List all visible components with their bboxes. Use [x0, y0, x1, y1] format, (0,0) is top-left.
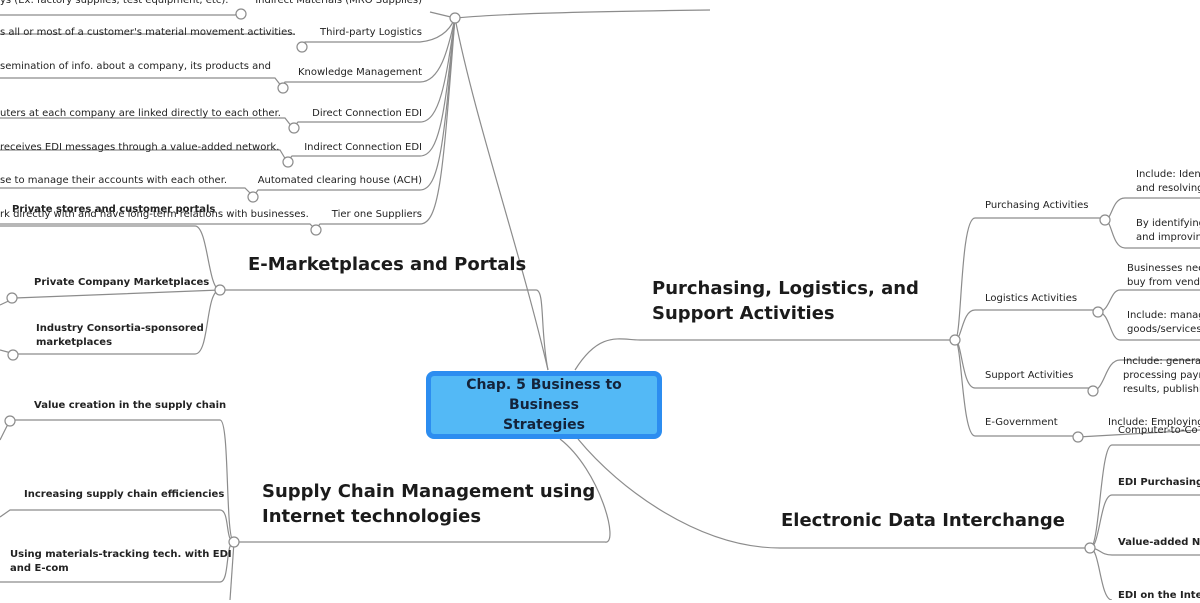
topic-knowledge-management[interactable]: Knowledge Management	[297, 67, 422, 78]
collapse-node	[1092, 306, 1104, 318]
note-e-government: Include: Employing	[1108, 417, 1200, 428]
scm-node	[228, 536, 240, 548]
note-knowledge-management: semination of info. about a company, its…	[0, 61, 271, 72]
collapse-node	[1099, 214, 1111, 226]
topic-private-company-marketplaces[interactable]: Private Company Marketplaces	[34, 277, 210, 288]
note-purchasing-1-line1: Include: Ident	[1136, 169, 1200, 180]
note-purchasing-2: By identifying and improving	[1136, 217, 1200, 245]
collapse-node	[1072, 431, 1084, 443]
central-topic-line1: Chap. 5 Business to Business	[466, 377, 622, 413]
note-purchasing-1-line2: and resolving	[1136, 183, 1200, 194]
collapse-node	[277, 82, 289, 94]
note-purchasing-2-line1: By identifying	[1136, 218, 1200, 229]
collapse-node	[1087, 385, 1099, 397]
topic-edi-on-internet[interactable]: EDI on the Intern	[1118, 590, 1200, 601]
note-tier-one-suppliers: rk directly with and have long-term rela…	[0, 209, 309, 220]
hub-node	[449, 12, 461, 24]
note-purchasing-2-line2: and improving	[1136, 232, 1200, 243]
topic-industry-consortia-line2: marketplaces	[36, 337, 113, 348]
topic-industry-consortia-line1: Industry Consortia-sponsored	[36, 323, 204, 334]
collapse-node	[4, 415, 16, 427]
note-purchasing-1: Include: Ident and resolving	[1136, 168, 1200, 196]
topic-support-activities[interactable]: Support Activities	[985, 370, 1074, 381]
note-support: Include: general processing paym results…	[1123, 355, 1200, 397]
note-direct-connection-edi: uters at each company are linked directl…	[0, 108, 281, 119]
topic-materials-tracking-line2: and E-com	[10, 563, 69, 574]
topic-industry-consortia[interactable]: Industry Consortia-sponsored marketplace…	[36, 322, 204, 350]
note-third-party-logistics: s all or most of a customer's material m…	[0, 27, 296, 38]
topic-tier-one-suppliers[interactable]: Tier one Suppliers	[331, 209, 422, 220]
topic-purchasing-logistics[interactable]: Purchasing, Logistics, and Support Activ…	[652, 276, 919, 326]
note-logistics-2-line2: goods/services.	[1127, 324, 1200, 335]
note-logistics-1: Businesses need buy from vendo	[1127, 262, 1200, 290]
collapse-node	[247, 191, 259, 203]
topic-computer-to-computer[interactable]: Computer-to-Co	[1118, 425, 1198, 436]
topic-materials-tracking[interactable]: Using materials-tracking tech. with EDI …	[10, 548, 232, 576]
topic-automated-clearing-house[interactable]: Automated clearing house (ACH)	[257, 175, 422, 186]
topic-edi[interactable]: Electronic Data Interchange	[781, 510, 1065, 531]
topic-logistics-activities[interactable]: Logistics Activities	[985, 293, 1078, 304]
edi-node	[1084, 542, 1096, 554]
central-topic-line2: Strategies	[503, 417, 585, 433]
note-logistics-1-line2: buy from vendo	[1127, 277, 1200, 288]
collapse-node	[6, 292, 18, 304]
collapse-node	[296, 41, 308, 53]
note-logistics-2: Include: managi goods/services.	[1127, 309, 1200, 337]
collapse-node	[282, 156, 294, 168]
topic-e-marketplaces[interactable]: E-Marketplaces and Portals	[248, 254, 527, 275]
note-support-line2: processing paym	[1123, 370, 1200, 381]
purchasing-node	[949, 334, 961, 346]
note-automated-clearing-house: se to manage their accounts with each ot…	[0, 175, 228, 186]
topic-indirect-materials[interactable]: Indirect Materials (MRO Supplies)	[255, 0, 422, 6]
topic-purchasing-logistics-line2: Support Activities	[652, 303, 835, 324]
note-indirect-materials: ys (Ex: factory supplies, test equipment…	[0, 0, 229, 6]
note-logistics-1-line1: Businesses need	[1127, 263, 1200, 274]
note-indirect-connection-edi: receives EDI messages through a value-ad…	[0, 142, 280, 153]
collapse-node	[7, 349, 19, 361]
topic-supply-chain-line2: Internet technologies	[262, 506, 482, 527]
topic-supply-chain[interactable]: Supply Chain Management using Internet t…	[262, 479, 595, 529]
note-support-line1: Include: general	[1123, 356, 1200, 367]
topic-supply-chain-efficiencies[interactable]: Increasing supply chain efficiencies	[24, 489, 225, 500]
note-logistics-2-line1: Include: managi	[1127, 310, 1200, 321]
topic-value-added-network[interactable]: Value-added Net	[1118, 537, 1200, 548]
topic-direct-connection-edi[interactable]: Direct Connection EDI	[312, 108, 422, 119]
topic-value-creation[interactable]: Value creation in the supply chain	[34, 400, 227, 411]
central-topic[interactable]: Chap. 5 Business to Business Strategies	[426, 371, 662, 439]
topic-materials-tracking-line1: Using materials-tracking tech. with EDI	[10, 549, 232, 560]
topic-e-government[interactable]: E-Government	[985, 417, 1058, 428]
topic-supply-chain-line1: Supply Chain Management using	[262, 481, 596, 502]
collapse-node	[288, 122, 300, 134]
collapse-node	[310, 224, 322, 236]
topic-third-party-logistics[interactable]: Third-party Logistics	[320, 27, 422, 38]
topic-purchasing-activities[interactable]: Purchasing Activities	[985, 200, 1089, 211]
topic-indirect-connection-edi[interactable]: Indirect Connection EDI	[304, 142, 422, 153]
emarket-node	[214, 284, 226, 296]
note-support-line3: results, publishin	[1123, 384, 1200, 395]
topic-edi-purchasing[interactable]: EDI Purchasing P	[1118, 477, 1200, 488]
topic-private-stores[interactable]: Private stores and customer portals	[12, 204, 216, 215]
topic-purchasing-logistics-line1: Purchasing, Logistics, and	[652, 278, 919, 299]
collapse-node	[235, 8, 247, 20]
